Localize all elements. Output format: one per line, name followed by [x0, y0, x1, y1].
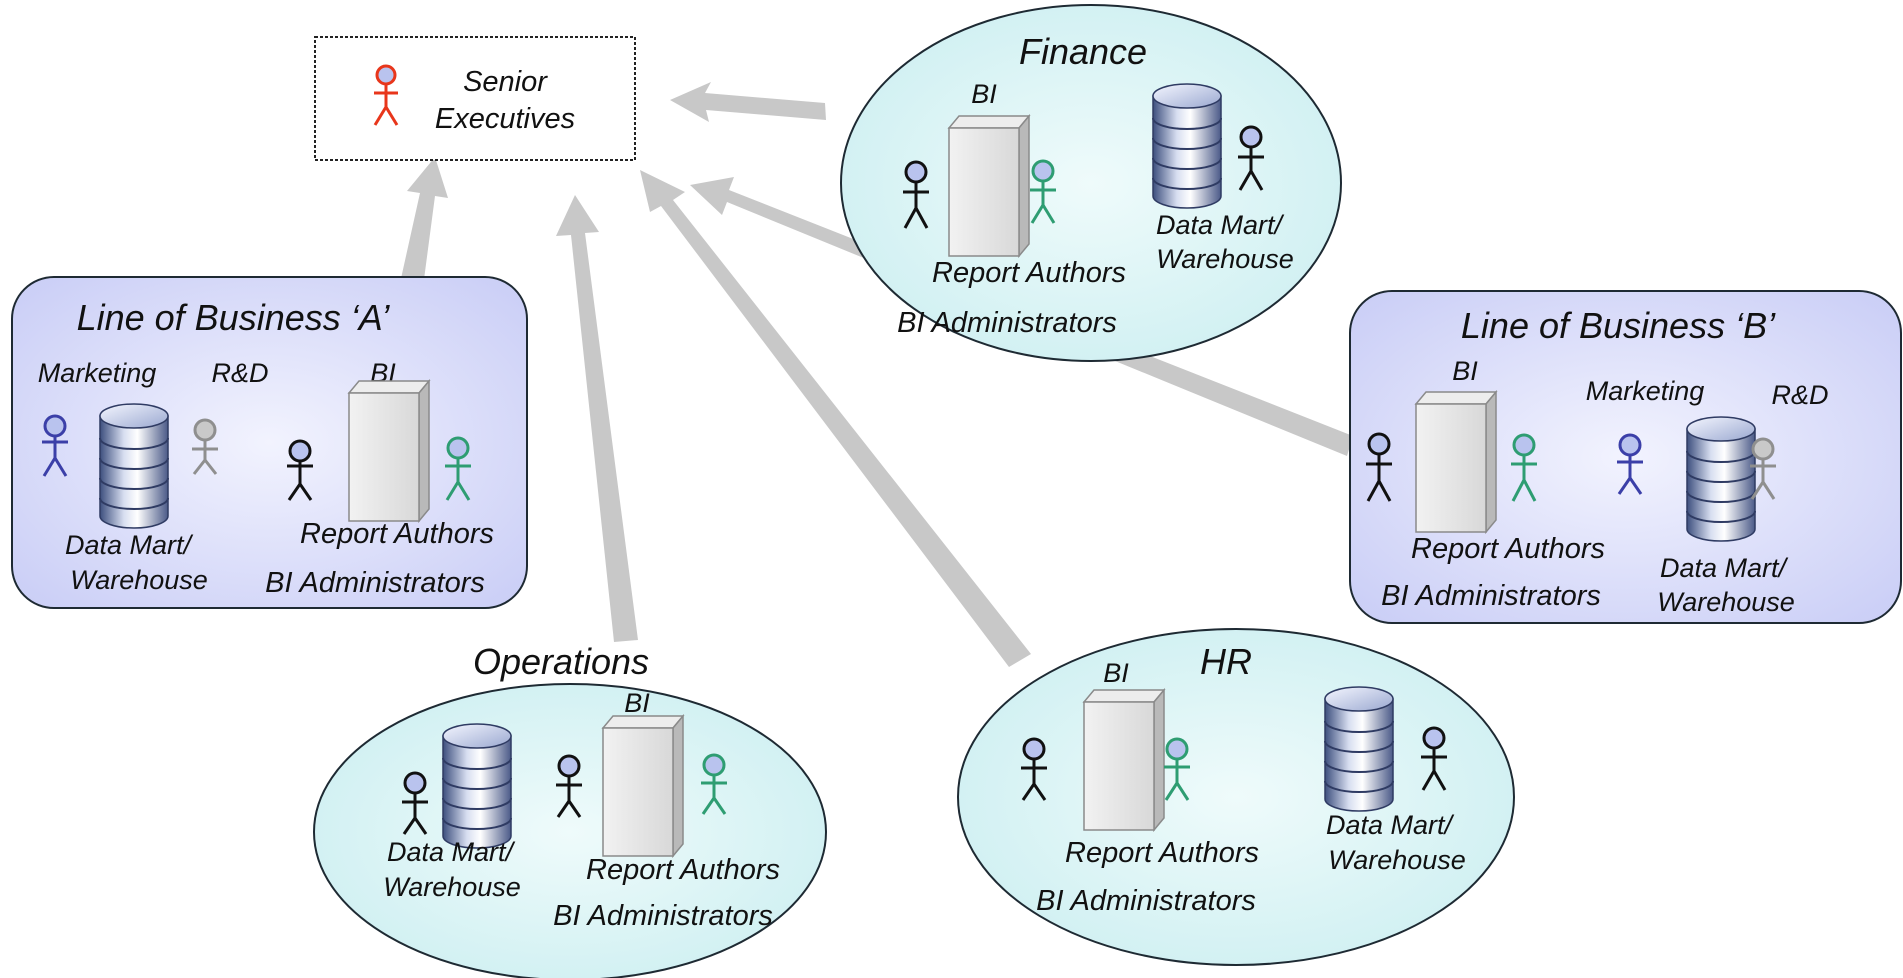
lob-a-rd-label: R&D [211, 358, 268, 388]
lob-a-dw-label-line1: Data Mart/ [65, 530, 194, 560]
lob-a-report-author-icon [287, 439, 313, 501]
hr-title: HR [1200, 641, 1252, 682]
finance-dw-user-icon [1238, 125, 1264, 191]
lob-a-database-icon [99, 403, 169, 529]
executives-label-line2: Executives [435, 103, 575, 135]
hr-report-authors-label: Report Authors [1065, 837, 1259, 869]
hr-report-author-icon [1021, 737, 1047, 801]
lob-b-group: Line of Business ‘B’ BI Marketing R&D Re… [1349, 290, 1902, 624]
senior-executives-box: Senior Executives [314, 36, 636, 161]
hr-bi-label: BI [1103, 658, 1129, 688]
finance-dw-label-line2: Warehouse [1156, 244, 1294, 274]
lob-b-dw-label-line2: Warehouse [1657, 587, 1795, 617]
finance-database-icon [1152, 83, 1222, 209]
lob-b-dw-label-line1: Data Mart/ [1660, 553, 1789, 583]
arrow-finance-to-executives [670, 82, 826, 122]
lob-b-bi-admins-label: BI Administrators [1381, 580, 1601, 612]
arrow-operations-to-executives [556, 195, 638, 642]
hr-database-icon [1324, 686, 1394, 812]
lob-a-bi-admins-label: BI Administrators [265, 567, 485, 599]
lob-b-bi-server-icon [1415, 391, 1497, 533]
lob-b-report-author-icon [1366, 432, 1392, 502]
lob-b-bi-label: BI [1452, 356, 1478, 386]
finance-report-authors-label: Report Authors [932, 257, 1126, 289]
lob-b-rd-label: R&D [1771, 380, 1828, 410]
finance-bi-label: BI [971, 79, 997, 109]
operations-bi-admin-icon [701, 753, 727, 815]
lob-a-marketing-label: Marketing [38, 358, 157, 388]
lob-b-marketing-label: Marketing [1586, 376, 1705, 406]
finance-report-author-icon [903, 160, 929, 229]
operations-bi-label: BI [624, 688, 650, 718]
finance-bi-server-icon [948, 115, 1030, 257]
lob-a-bi-admin-icon [445, 436, 471, 501]
operations-group: Operations BI Data Mart/ Report Authors … [313, 641, 827, 978]
operations-bi-admins-label: BI Administrators [553, 900, 773, 932]
hr-bi-server-icon [1083, 689, 1165, 831]
lob-b-marketing-user-icon [1617, 433, 1643, 495]
hr-bi-admins-label: BI Administrators [1036, 885, 1256, 917]
lob-a-bi-server-icon [348, 380, 430, 522]
lob-a-group: Line of Business ‘A’ Marketing R&D BI Re… [11, 276, 528, 609]
hr-dw-user-icon [1421, 726, 1447, 791]
operations-bi-server-icon [602, 715, 684, 857]
operations-report-author-icon [556, 754, 582, 818]
lob-b-report-authors-label: Report Authors [1411, 533, 1605, 565]
lob-a-marketing-user-icon [42, 414, 68, 477]
finance-bi-admins-label: BI Administrators [897, 307, 1117, 339]
operations-dw-label-line2: Warehouse [383, 872, 521, 902]
operations-dw-user-icon [402, 771, 428, 835]
operations-database-icon [442, 723, 512, 849]
hr-bi-admin-icon [1164, 737, 1190, 801]
lob-a-title: Line of Business ‘A’ [77, 297, 391, 338]
lob-a-report-authors-label: Report Authors [300, 518, 494, 550]
lob-a-rd-user-icon [192, 418, 218, 475]
finance-title: Finance [1019, 31, 1147, 72]
executives-label-line1: Senior [463, 66, 548, 98]
finance-group: Finance BI Data Mart/ Warehouse Report A… [840, 4, 1342, 362]
operations-report-authors-label: Report Authors [586, 854, 780, 886]
lob-a-dw-label-line2: Warehouse [70, 565, 208, 595]
arrow-lob-a-to-executives [400, 157, 448, 287]
operations-dw-label-line1: Data Mart/ [387, 837, 516, 867]
hr-dw-label-line1: Data Mart/ [1326, 810, 1455, 840]
finance-bi-admin-icon [1030, 159, 1056, 224]
lob-b-rd-user-icon [1750, 437, 1776, 500]
hr-dw-label-line2: Warehouse [1328, 845, 1466, 875]
hr-group: BI HR Data Mart/ Report Authors Warehous… [957, 628, 1515, 966]
arrow-hr-to-executives [640, 170, 1031, 667]
lob-b-bi-admin-icon [1511, 433, 1537, 502]
operations-title: Operations [473, 641, 649, 682]
lob-b-title: Line of Business ‘B’ [1461, 305, 1776, 346]
executive-person-icon [373, 64, 399, 126]
finance-dw-label-line1: Data Mart/ [1156, 210, 1285, 240]
lob-b-database-icon [1686, 416, 1756, 542]
